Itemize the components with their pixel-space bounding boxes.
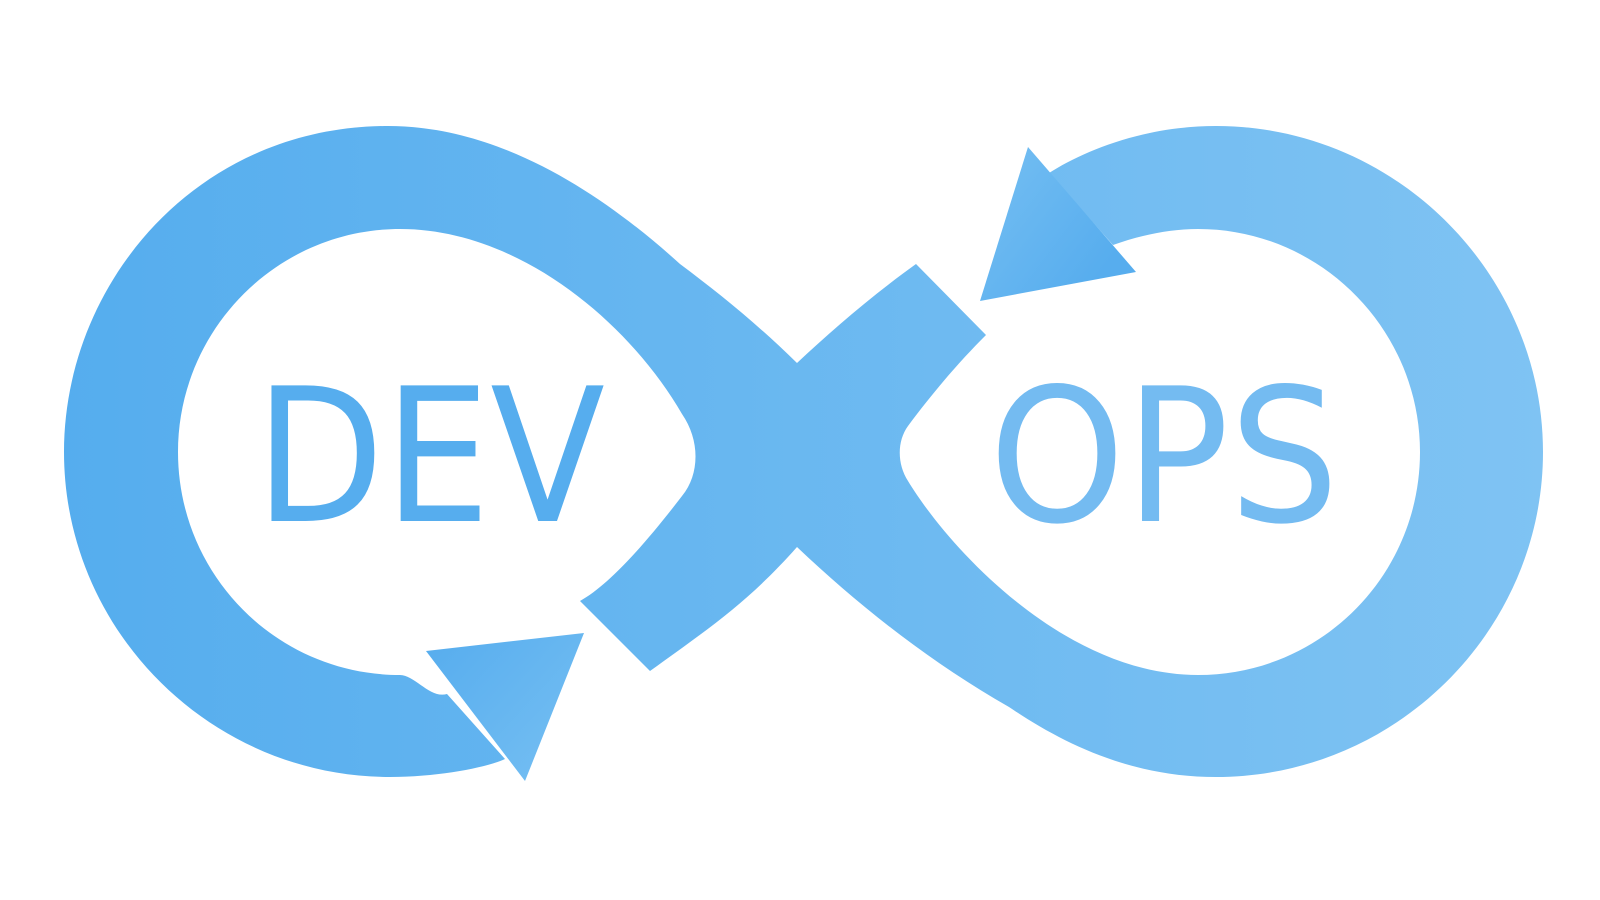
arrow-head-lower-left bbox=[426, 633, 584, 781]
arrow-head-upper-right bbox=[980, 147, 1136, 301]
ops-label: OPS bbox=[989, 348, 1339, 565]
infinity-band bbox=[64, 126, 1543, 777]
dev-label: DEV bbox=[255, 348, 605, 565]
